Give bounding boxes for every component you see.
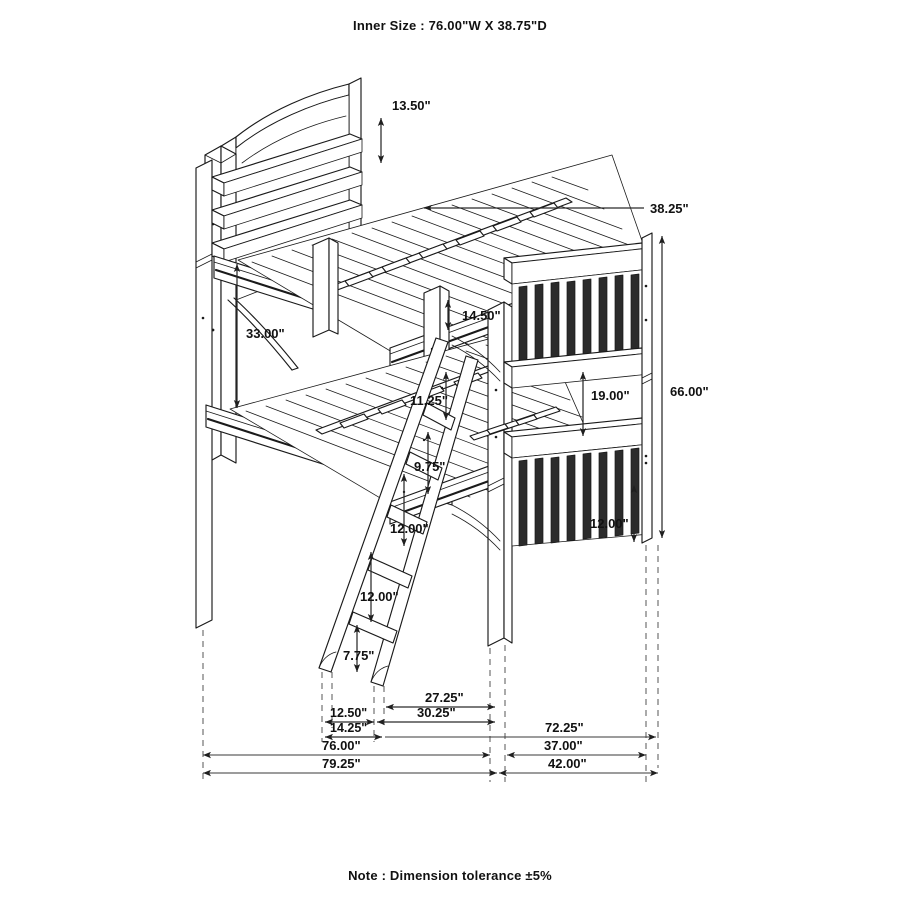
page-title: Inner Size : 76.00"W X 38.75"D [353,18,547,33]
dimension-label-12-00-ladder-b: 12.00" [360,589,399,604]
dimension-label-72-25: 72.25" [545,720,584,735]
dimension-38-25: 38.25" [424,201,689,216]
dimension-12-00-ladder-b: 12.00" [360,552,399,622]
dimension-76-00: 76.00" [203,738,490,759]
dimension-label-30-25: 30.25" [417,705,456,720]
footboard-upper-panel [503,242,651,389]
dimension-label-7-75: 7.75" [343,648,374,663]
dimension-label-9-75: 9.75" [414,459,445,474]
tolerance-note: Note : Dimension tolerance ±5% [348,868,552,883]
dimension-72-25: 72.25" [385,720,656,741]
dimension-annotations: 13.50" 38.25" 33.00" 14.50" 11.25" [203,98,709,777]
dimension-label-76-00: 76.00" [322,738,361,753]
dimension-label-38-25: 38.25" [650,201,689,216]
post-left-front [195,159,213,629]
ladder-rung-2 [405,451,443,481]
dimension-label-79-25: 79.25" [322,756,361,771]
footboard-lower-apron [451,504,501,551]
dimension-11-25: 11.25" [410,372,450,420]
dimension-12-00-ladder-a: 12.00" [390,474,429,546]
dimension-12-00-right: 12.00" [590,485,638,542]
dimension-12-50: 12.50" [325,706,374,726]
dimension-42-00: 42.00" [499,756,658,777]
footboard-upper-slats [518,273,640,373]
dimension-label-13-50: 13.50" [392,98,431,113]
dimension-label-33-00: 33.00" [246,326,285,341]
ladder-rung-5 [348,611,398,644]
dimension-14-50: 14.50" [444,300,501,330]
dimension-19-00: 19.00" [579,372,630,436]
dimension-30-25: 30.25" [377,705,495,726]
dimension-66-00: 66.00" [658,236,709,538]
dimension-33-00: 33.00" [233,264,285,408]
dimension-label-12-00-ladder-a: 12.00" [390,521,429,536]
dimension-label-12-00-right: 12.00" [590,516,629,531]
dimension-7-75: 7.75" [343,625,374,672]
dimension-label-12-50: 12.50" [330,706,367,720]
dimension-13-50: 13.50" [377,98,431,163]
post-right-front [487,301,513,647]
dimension-label-27-25: 27.25" [425,690,464,705]
post-right-rear [641,232,653,544]
upper-guard-rails-left [211,133,363,263]
dimension-label-14-25: 14.25" [330,721,367,735]
dimension-label-11-25: 11.25" [410,393,448,408]
dimension-label-19-00: 19.00" [591,388,630,403]
dimension-9-75: 9.75" [414,432,445,494]
slat-cleats [344,202,559,287]
dimension-label-66-00: 66.00" [670,384,709,399]
ladder [318,337,479,687]
bunk-bed-illustration [195,77,653,687]
dimension-label-14-50: 14.50" [462,308,501,323]
dimension-label-42-00: 42.00" [548,756,587,771]
dimension-27-25: 27.25" [386,690,495,711]
dimension-label-37-00: 37.00" [544,738,583,753]
dimension-14-25: 14.25" [325,721,382,741]
dimension-37-00: 37.00" [507,738,646,759]
dimension-79-25: 79.25" [203,756,497,777]
extension-lines [202,545,659,782]
lower-slat-cleats-right [469,406,561,441]
guard-post-center [312,237,339,338]
